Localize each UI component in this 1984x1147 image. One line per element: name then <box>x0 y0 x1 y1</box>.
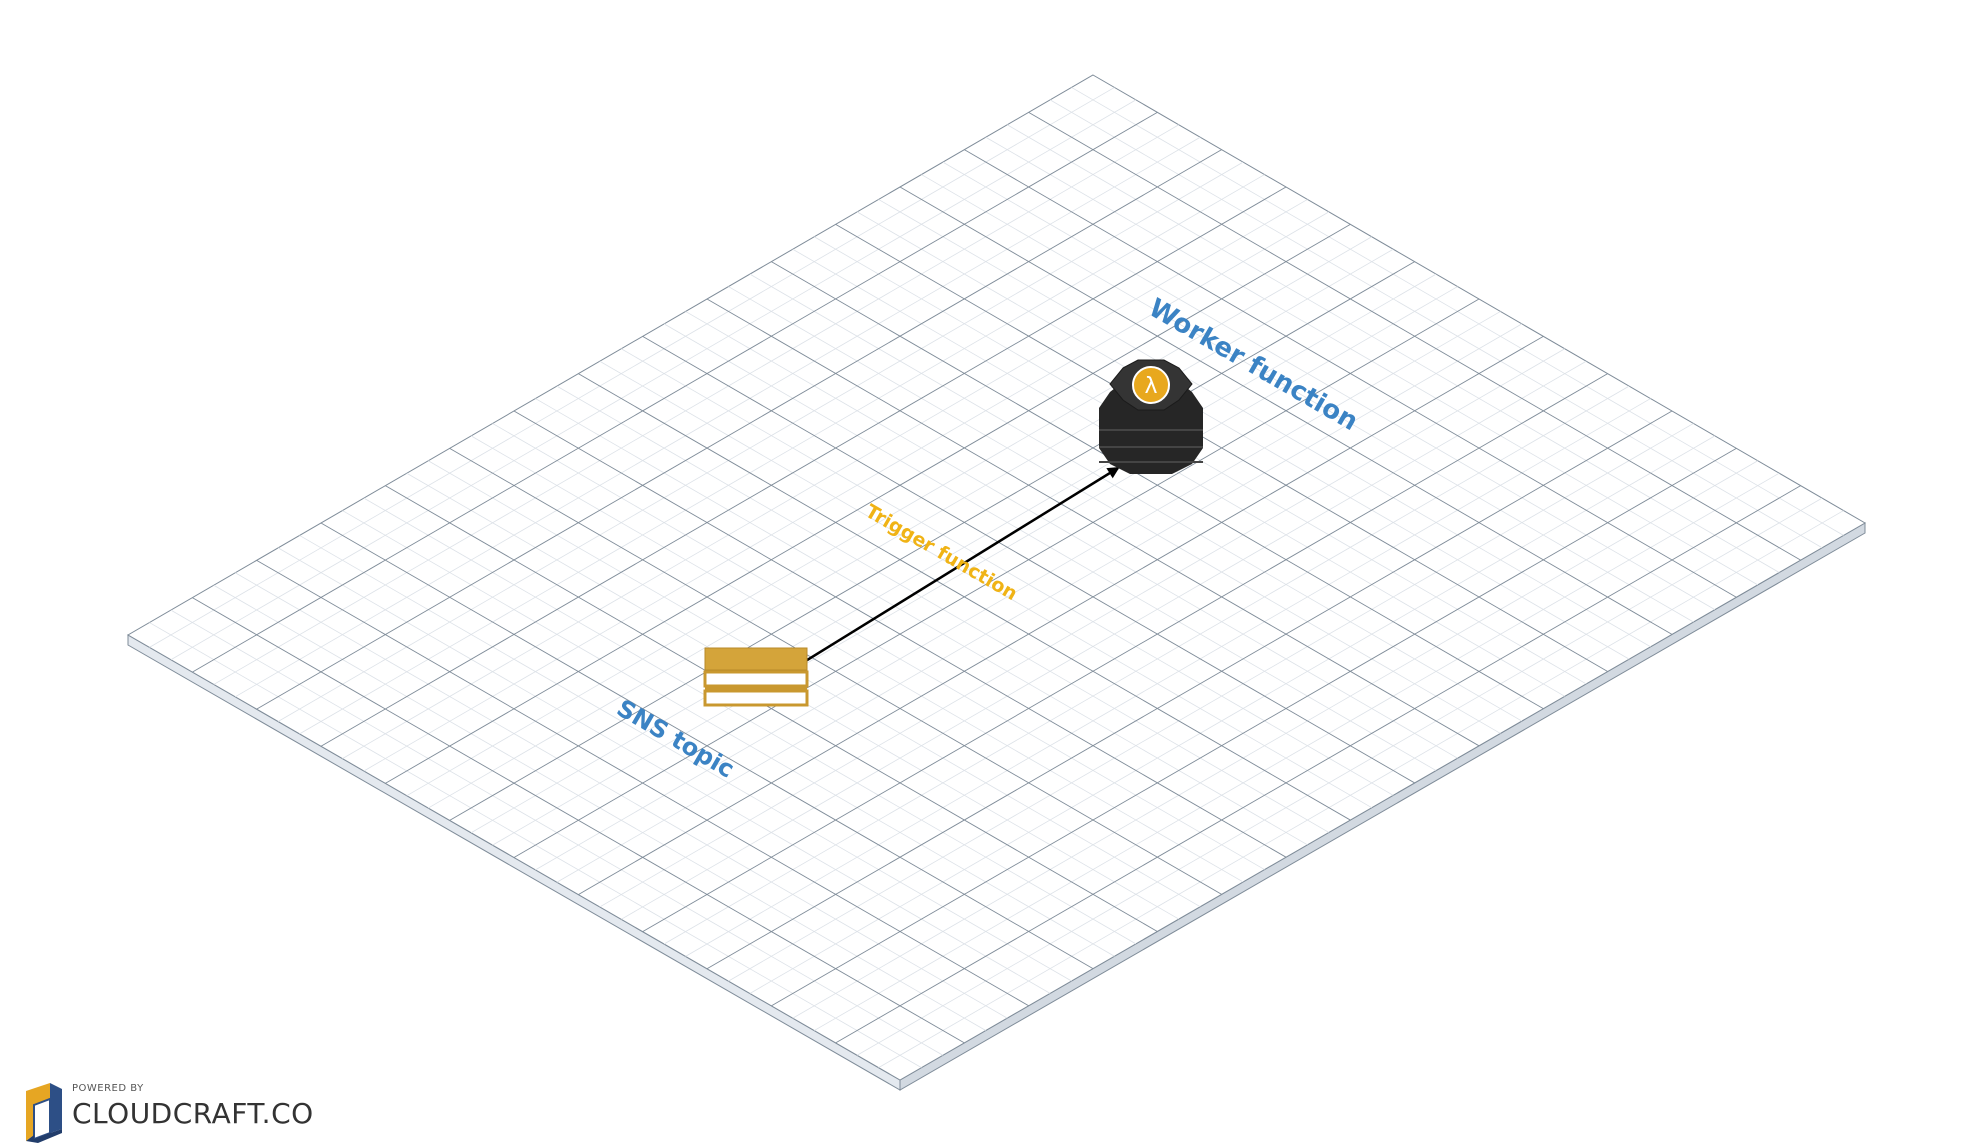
lambda-function-icon[interactable]: λ <box>1099 359 1203 474</box>
grid-minor-line <box>856 497 1823 1056</box>
lambda-symbol: λ <box>1144 374 1157 399</box>
grid-minor-line <box>685 398 1651 957</box>
grid-minor-line <box>556 323 1523 883</box>
grid-minor-line <box>492 286 1458 846</box>
trigger-arrow <box>769 466 1120 685</box>
grid-major-line <box>835 485 1801 1044</box>
grid-major-line <box>385 223 1351 784</box>
grid-minor-line <box>470 273 1437 834</box>
grid-major-line <box>578 335 1544 895</box>
grid-major-lines <box>192 111 1801 1044</box>
sns-topic-icon[interactable] <box>703 647 809 707</box>
cloudcraft-branding[interactable]: POWERED BY CLOUDCRAFT.CO <box>22 1083 313 1143</box>
grid-minor-line <box>814 472 1780 1031</box>
grid-major-line <box>449 261 1415 821</box>
grid-minor-line <box>599 348 1565 908</box>
grid-minor-line <box>535 311 1501 871</box>
grid-major-line <box>642 373 1608 933</box>
grid-minor-line <box>728 423 1694 982</box>
cloudcraft-logo-icon <box>26 1083 62 1143</box>
powered-by-text: POWERED BY <box>72 1083 144 1094</box>
grid-minor-line <box>792 460 1758 1019</box>
grid-major-line <box>513 298 1480 858</box>
grid-minor-line <box>406 236 1372 797</box>
grid-minor-line <box>299 174 1265 735</box>
grid-minor-line <box>663 385 1630 945</box>
grid-major-line <box>192 111 1158 673</box>
cloudcraft-wordmark: CLOUDCRAFT.CO <box>72 1097 314 1130</box>
grid-minor-line <box>363 211 1330 772</box>
grid-minor-line <box>621 360 1587 920</box>
grid-major-line <box>256 149 1222 710</box>
grid-minor-line <box>235 136 1201 698</box>
grid-minor-line <box>428 248 1394 809</box>
grid-minor-line <box>878 510 1844 1068</box>
grid-minor-line <box>277 161 1244 722</box>
grid-major-line <box>320 186 1287 747</box>
grid-minor-line <box>749 435 1716 994</box>
grid-minor-line <box>213 124 1179 685</box>
grid-minor-line <box>170 99 1137 661</box>
grid-minor-line <box>342 199 1308 759</box>
grid-minor-line <box>149 87 1115 648</box>
grid-major-line <box>771 447 1737 1007</box>
grid-major-line <box>706 410 1673 970</box>
